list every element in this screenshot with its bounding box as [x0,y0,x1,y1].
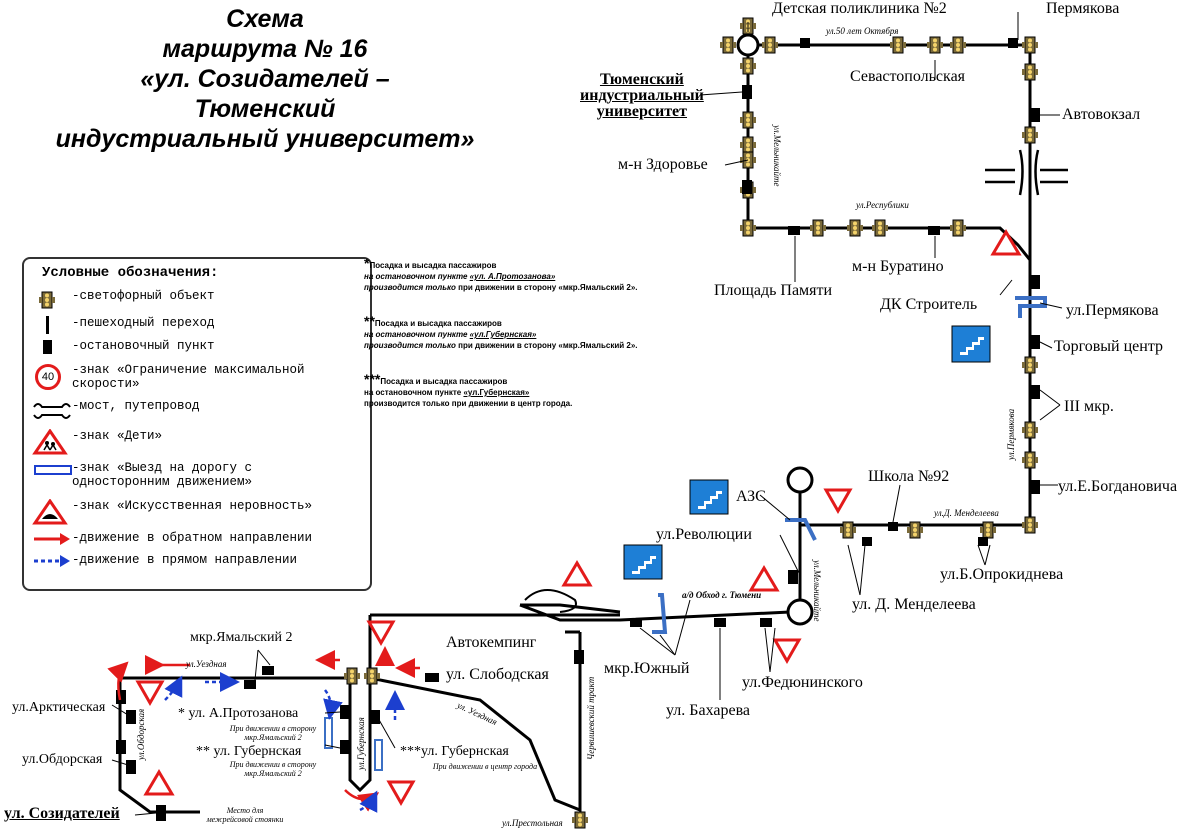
note-1: *Посадка и высадка пассажиров на останов… [364,255,638,292]
stop-label: ул. Д. Менделеева [852,596,976,613]
stop-label: мкр.Южный [604,660,690,677]
stop-label: Севастопольская [850,68,966,85]
stop-label: Детская поликлиника №2 [772,0,947,17]
roundabout-top [786,466,814,494]
bus-stop-icon [43,340,52,354]
roundabout-bottom [786,598,814,626]
stop-label: м-н Здоровье [618,156,708,173]
stop-label: мкр.Ямальский 2 [190,630,293,645]
children-sign-icon [32,428,68,455]
legend-item-blue-arrow: -движение в прямом направлении [32,553,297,579]
street-label: ул.Мельникайте [812,560,822,622]
one-way-exit-icon [324,717,383,771]
blue-dashed-arrow-icon [34,555,70,567]
street-label: ул.Престольная [502,818,563,828]
map-title: Схема маршрута № 16 «ул. Созидателей – Т… [30,4,500,154]
note-2: **Посадка и высадка пассажиров на остано… [364,313,638,350]
stop-label: м-н Буратино [852,258,944,275]
stop-label: Пермякова [1046,0,1120,17]
stop-label: ул.Е.Богдановича [1058,478,1178,495]
legend-item-speed-limit: 40 -знак «Ограничение максимальной скоро… [32,363,342,397]
label-leaders [111,12,1063,816]
street-label: ул.Республики [856,200,909,210]
title-line-5: индустриальный университет» [55,125,475,153]
street-label: ул.Пермякова [1006,408,1016,460]
street-label: ул.Д. Менделеева [934,508,999,518]
legend: Условные обозначения: -светофорный объек… [22,257,372,591]
legend-item-crosswalk: -пешеходный переход [32,316,215,342]
street-label: ул.50 лет Октября [826,26,899,36]
street-label: ул.Обдорская [136,708,146,760]
legend-item-bus-stop: -остановочный пункт [32,339,215,365]
stop-label: ул.Пермякова [1066,302,1159,319]
stop-label: Торговый центр [1054,338,1164,355]
crosswalk-icon [46,316,49,334]
stop-label: Автовокзал [1062,106,1141,123]
legend-item-traffic-light: -светофорный объект [32,289,215,315]
gubernskaya-center-note: При движении в центр города [432,762,538,771]
street-label: ул.Мельникайте [772,125,782,187]
bus-stop-icon [116,38,1040,821]
title-line-1: Схема [226,5,304,33]
stop-label: ул.Революции [656,526,752,543]
stop-label: АЗС [736,488,766,505]
street-label: Червишевский тракт [586,676,596,760]
title-line-3: «ул. Созидателей – [140,65,390,93]
one-way-exit-icon [34,465,72,475]
stop-label: III мкр. [1064,398,1114,415]
speed-limit-icon: 40 [35,364,61,390]
stop-label: ул.Арктическая [12,700,106,715]
legend-item-bridge: -мост, путепровод [32,399,200,425]
stop-label: Школа №92 [868,468,950,485]
stop-label: ул. Бахарева [666,702,751,719]
street-label: а/д Обход г. Тюмени [682,590,762,600]
legend-title: Условные обозначения: [42,265,219,281]
bridge-icon [33,403,71,419]
legend-item-children: -знак «Дети» [32,428,162,455]
stop-label: ул. Слободская [446,666,549,683]
stop-label: * ул. А.Протозанова [178,706,299,721]
title-line-4: Тюменский [194,95,336,123]
street-label: ул.Уездная [186,659,227,669]
bridge-icon [985,149,1068,196]
pedestrian-underpass-icon [623,325,991,580]
street-label: ул.Губернская [356,717,366,770]
stop-label: ** ул. Губернская [196,744,302,759]
stop-label: ул.Обдорская [22,752,103,767]
speed-bump-icon [32,498,68,525]
stop-label: Автокемпинг [446,634,537,651]
one-way-exit-icon [652,296,1047,634]
note-3: ***Посадка и высадка пассажиров на остан… [364,371,573,408]
stop-label: Площадь Памяти [714,282,833,299]
red-arrow-icon [34,533,70,545]
legend-item-red-arrow: -движение в обратном направлении [32,531,312,557]
stop-label: ул.Федюнинского [742,674,863,691]
stop-label: ДК Строитель [880,296,978,313]
stop-label-start: ул. Созидателей [4,805,120,822]
stop-label: ул.Б.Опрокиднева [940,566,1064,583]
roundabout-nw [736,33,760,57]
stop-label: ***ул. Губернская [400,744,509,759]
legend-item-speed-bump: -знак «Искусственная неровность» [32,498,312,525]
title-line-2: маршрута № 16 [162,35,368,63]
legend-item-one-way: -знак «Выезд на дорогу с односторонним д… [32,461,352,495]
